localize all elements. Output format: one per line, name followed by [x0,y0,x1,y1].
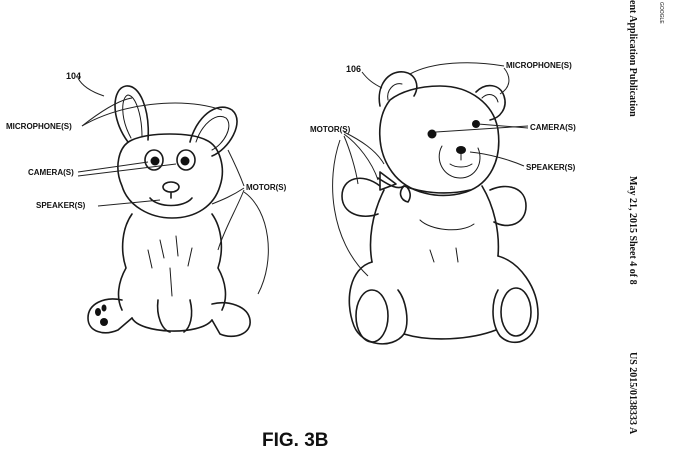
figure-caption: FIG. 3B [262,430,329,451]
rabbit-label-camera: CAMERA(S) [28,168,74,177]
bear-label-motor: MOTOR(S) [310,125,351,134]
header-publication: ent Application Publication [627,0,638,117]
bear-label-speaker: SPEAKER(S) [526,163,576,172]
rabbit-toy-drawing [87,85,251,338]
teddy-bear-toy-drawing [341,71,539,345]
rabbit-label-microphone: MICROPHONE(S) [6,122,72,131]
bear-label-camera: CAMERA(S) [530,123,576,132]
bear-leader-lines [332,62,529,277]
rabbit-label-speaker: SPEAKER(S) [36,201,86,210]
header-corner-mark: GOOGLE [658,2,664,24]
rabbit-reference-number: 104 [66,71,81,81]
patent-side-header: ent Application Publication May 21, 2015… [627,0,664,435]
rabbit-label-motor: MOTOR(S) [246,183,287,192]
header-patent-number: US 2015/0138333 A [627,352,638,435]
bear-label-microphone: MICROPHONE(S) [506,61,572,70]
header-date-sheet: May 21, 2015 Sheet 4 of 8 [627,176,638,285]
rabbit-leader-lines [77,77,269,295]
bear-reference-number: 106 [346,64,361,74]
